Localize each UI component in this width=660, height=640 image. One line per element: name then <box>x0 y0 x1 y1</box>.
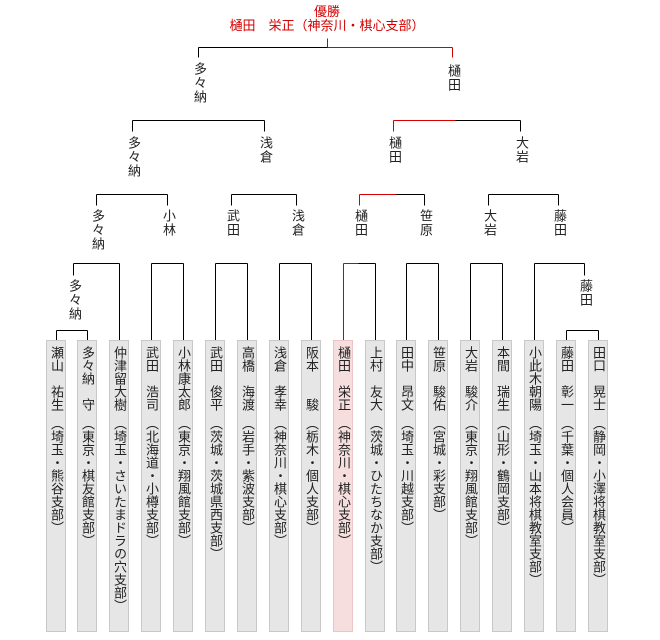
player-box: 小此木朝陽 （埼玉・山本将棋教室支部） <box>524 340 544 632</box>
player-affiliation: （静岡・小澤将棋教室支部） <box>590 417 605 586</box>
player-affiliation: （東京・翔風館支部） <box>175 417 190 547</box>
player-name: 上村 友大 <box>367 346 382 411</box>
player-affiliation: （茨城・ひたちなか支部） <box>367 417 382 573</box>
player-box: 武田 浩司 （北海道・小樽支部） <box>141 340 161 632</box>
player-name: 瀬山 祐生 <box>48 346 63 411</box>
player-name: 小此木朝陽 <box>526 346 541 411</box>
player-name: 阪本 駿 <box>303 346 318 411</box>
player-affiliation: （埼玉・熊谷支部） <box>48 417 63 534</box>
player-affiliation: （千葉・個人会員） <box>558 417 573 534</box>
winner-label: 浅倉 <box>289 209 304 237</box>
player-affiliation: （宮城・彩支部） <box>430 417 445 521</box>
player-name: 藤田 彰一 <box>558 346 573 411</box>
player-name: 多々納 守 <box>79 346 94 411</box>
player-name: 田中 昂文 <box>398 346 413 411</box>
player-box: 本間 瑞生 （山形・鶴岡支部） <box>492 340 512 632</box>
player-name: 武田 俊平 <box>207 346 222 411</box>
player-name: 本間 瑞生 <box>494 346 509 411</box>
winner-label: 武田 <box>224 209 239 237</box>
player-affiliation: （北海道・小樽支部） <box>143 417 158 547</box>
player-affiliation: （山形・鶴岡支部） <box>494 417 509 534</box>
player-box: 田口 晃士 （静岡・小澤将棋教室支部） <box>588 340 608 632</box>
winner-label: 笹原 <box>417 209 432 237</box>
winner-label: 小林 <box>160 209 175 237</box>
player-affiliation: （栃木・個人支部） <box>303 417 318 534</box>
champion-name: 樋田 栄正（神奈川・棋心支部） <box>229 19 425 34</box>
winner-label: 浅倉 <box>257 136 272 164</box>
player-box: 高橋 海渡 （岩手・紫波支部） <box>237 340 257 632</box>
player-box: 藤田 彰一 （千葉・個人会員） <box>556 340 576 632</box>
winner-label: 多々納 <box>66 279 81 321</box>
player-affiliation: （茨城・茨城県西支部） <box>207 417 222 560</box>
winner-label: 藤田 <box>577 279 592 307</box>
champion-heading: 優勝 <box>313 5 340 20</box>
player-name: 樋田 栄正 <box>335 346 350 411</box>
player-affiliation: （埼玉・川越支部） <box>398 417 413 534</box>
player-name: 小林康太郎 <box>175 346 190 411</box>
player-box: 多々納 守 （東京・棋友館支部） <box>77 340 97 632</box>
winner-label: 樋田 <box>352 209 367 237</box>
player-affiliation: （埼玉・山本将棋教室支部） <box>526 417 541 586</box>
winner-label: 大岩 <box>513 136 528 164</box>
player-affiliation: （東京・棋友館支部） <box>79 417 94 547</box>
player-box: 小林康太郎 （東京・翔風館支部） <box>173 340 193 632</box>
player-name: 高橋 海渡 <box>239 346 254 411</box>
winner-label: 多々納 <box>191 62 206 104</box>
player-name: 武田 浩司 <box>143 346 158 411</box>
player-box: 笹原 駿佑 （宮城・彩支部） <box>428 340 448 632</box>
winner-label: 多々納 <box>125 136 140 178</box>
winner-label: 樋田 <box>386 136 401 164</box>
player-affiliation: （神奈川・棋心支部） <box>335 417 350 547</box>
player-box: 大岩 駿介 （東京・翔風館支部） <box>460 340 480 632</box>
winner-label: 樋田 <box>445 64 460 92</box>
player-box: 樋田 栄正 （神奈川・棋心支部） <box>333 340 353 632</box>
player-box: 阪本 駿 （栃木・個人支部） <box>301 340 321 632</box>
winner-label: 多々納 <box>89 209 104 251</box>
player-box: 田中 昂文 （埼玉・川越支部） <box>396 340 416 632</box>
player-name: 大岩 駿介 <box>462 346 477 411</box>
player-affiliation: （埼玉・さいたまドラの穴支部） <box>111 417 126 612</box>
player-name: 笹原 駿佑 <box>430 346 445 411</box>
player-name: 浅倉 孝幸 <box>271 346 286 411</box>
player-box: 瀬山 祐生 （埼玉・熊谷支部） <box>46 340 66 632</box>
player-affiliation: （東京・翔風館支部） <box>462 417 477 547</box>
player-box: 浅倉 孝幸 （神奈川・棋心支部） <box>269 340 289 632</box>
winner-label: 大岩 <box>481 209 496 237</box>
player-box: 仲津留大樹 （埼玉・さいたまドラの穴支部） <box>109 340 129 632</box>
player-affiliation: （岩手・紫波支部） <box>239 417 254 534</box>
player-affiliation: （神奈川・棋心支部） <box>271 417 286 547</box>
player-box: 上村 友大 （茨城・ひたちなか支部） <box>365 340 385 632</box>
player-name: 仲津留大樹 <box>111 346 126 411</box>
player-box: 武田 俊平 （茨城・茨城県西支部） <box>205 340 225 632</box>
winner-label: 藤田 <box>551 209 566 237</box>
player-name: 田口 晃士 <box>590 346 605 411</box>
